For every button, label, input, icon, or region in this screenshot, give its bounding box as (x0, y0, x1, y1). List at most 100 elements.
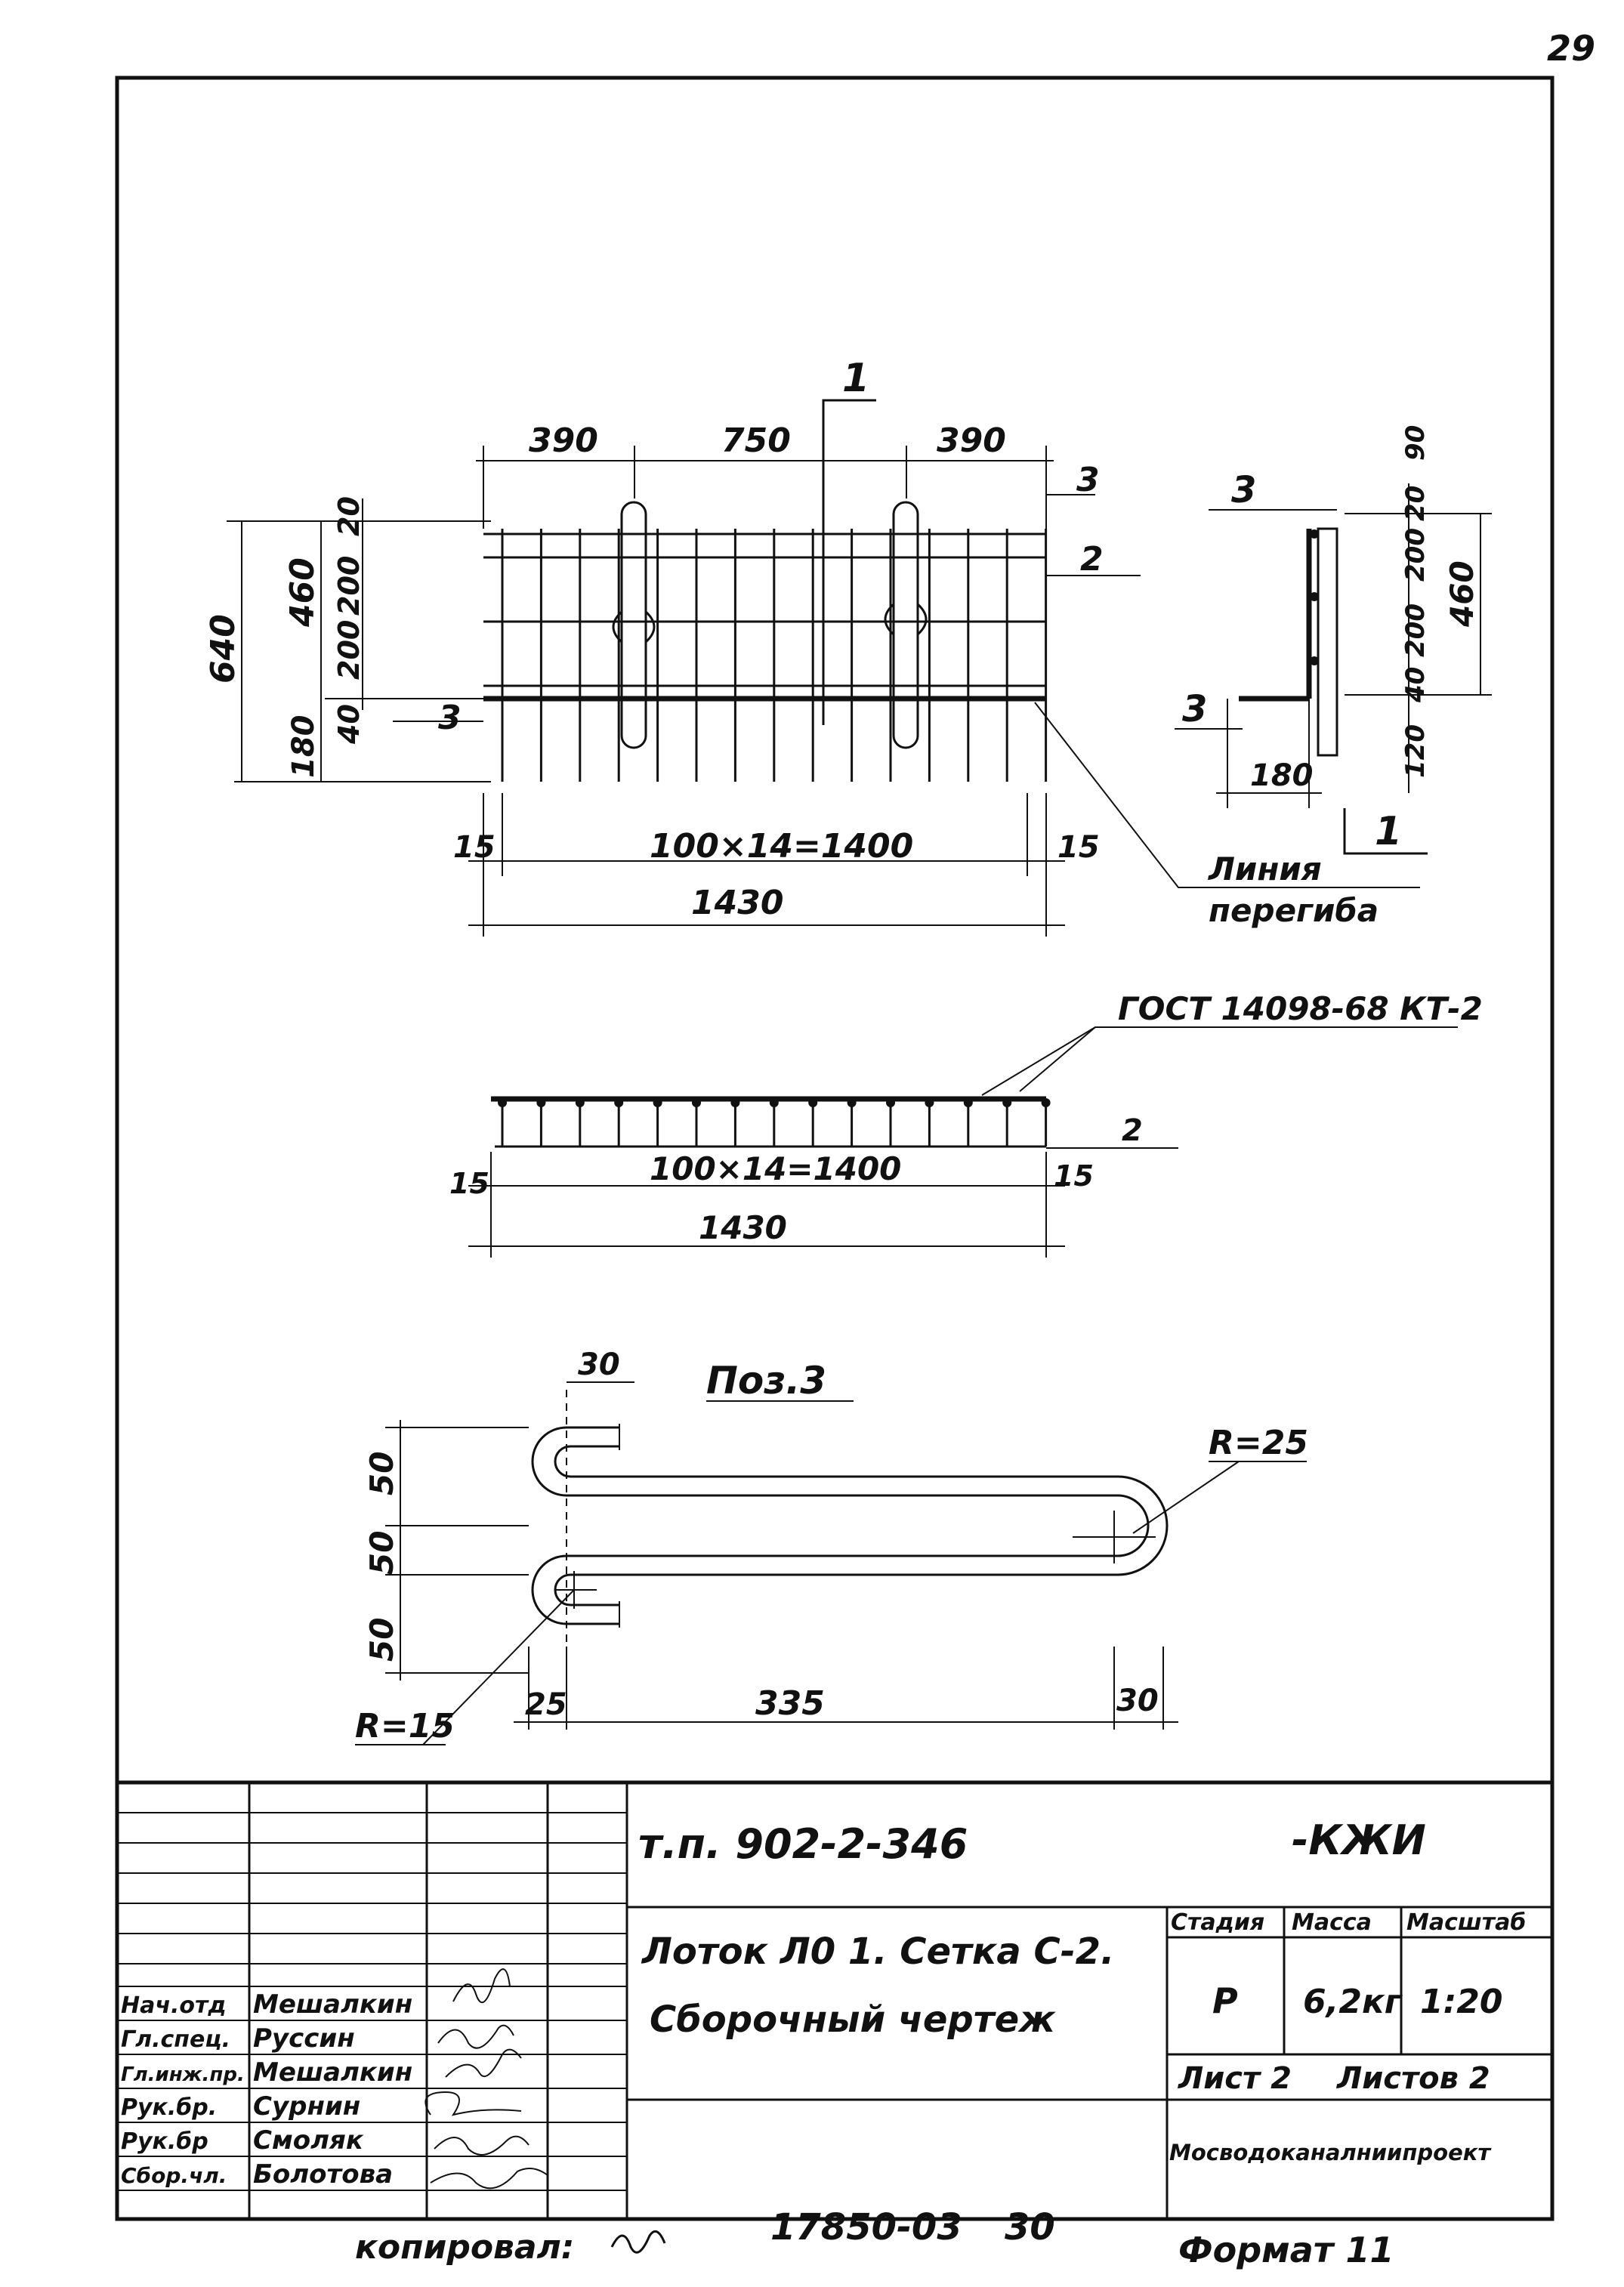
pos-label-2: 2 (1080, 540, 1104, 579)
dim-15-left: 15 (453, 830, 496, 865)
weld-point (536, 1098, 546, 1107)
elevation-pos-2: 2 (1122, 1113, 1143, 1148)
sheets-label: Листов 2 (1336, 2061, 1490, 2096)
signature-1 (452, 1968, 511, 2004)
header-scale: Масштаб (1406, 1909, 1526, 1936)
detail-title: Поз.3 (706, 1359, 826, 1403)
header-stage: Стадия (1171, 1909, 1264, 1936)
plan-transverse-bars (501, 529, 1048, 782)
page-number: 29 (1547, 28, 1595, 69)
staff-name-4: Сурнин (253, 2091, 360, 2122)
section-dim-200-b: 200 (1400, 603, 1431, 657)
staff-name-3: Мешалкин (253, 2057, 412, 2088)
detail-dim-335: 335 (755, 1684, 825, 1723)
bend-note-line2: перегиба (1209, 892, 1379, 929)
weld-point (692, 1098, 701, 1107)
staff-name-1: Мешалкин (253, 1989, 412, 2020)
weld-point (575, 1098, 585, 1107)
hook-loop-right (892, 501, 919, 749)
mass-value: 6,2кг (1303, 1983, 1403, 2021)
section-view: 3 3 180 90 20 200 200 40 120 460 1 (1175, 425, 1492, 855)
dim-20: 20 (332, 496, 366, 536)
scale-value: 1:20 (1420, 1983, 1502, 2021)
staff-name-5: Смоляк (253, 2125, 364, 2156)
dim-460: 460 (283, 557, 322, 628)
hook-bend-left (612, 610, 656, 644)
radius-25: R=25 (1209, 1424, 1308, 1462)
hook-loop-left (620, 501, 647, 749)
copied-by-signature (610, 2230, 666, 2254)
bend-line-leader (1034, 702, 1420, 888)
signature-5 (434, 2135, 529, 2156)
dim-200-a: 200 (332, 556, 366, 616)
weld-point (925, 1098, 934, 1107)
staff-role-4: Рук.бр. (121, 2094, 217, 2121)
weld-point (498, 1098, 507, 1107)
section-line (822, 399, 876, 725)
dim-180: 180 (286, 715, 321, 779)
dim-750: 750 (721, 421, 791, 460)
weld-point (653, 1098, 662, 1107)
pos-label-3-bottom: 3 (438, 699, 462, 737)
header-mass: Масса (1292, 1909, 1372, 1936)
section-hook (1317, 527, 1338, 757)
doc-suffix: -КЖИ (1292, 1816, 1426, 1864)
radius-25-leader (1132, 1461, 1240, 1534)
weld-point (730, 1098, 740, 1107)
section-node-2 (1310, 592, 1319, 601)
section-dim-200-a: 200 (1400, 528, 1431, 582)
weld-point (886, 1098, 895, 1107)
doc-code: т.п. 902-2-346 (638, 1820, 968, 1868)
elev-dim-1430: 1430 (699, 1209, 787, 1246)
weld-point (614, 1098, 624, 1107)
bend-note-line1: Линия (1207, 850, 1322, 887)
page-ref: 30 (1005, 2206, 1055, 2248)
dim-200-b: 200 (332, 620, 366, 680)
signature-3 (445, 2048, 522, 2078)
weld-point (808, 1098, 818, 1107)
detail-dim-50-c: 50 (363, 1618, 400, 1662)
format-label: Формат 11 (1178, 2230, 1394, 2270)
radius-15-leader (422, 1589, 575, 1745)
staff-name-6: Болотова (253, 2159, 393, 2190)
elev-dim-1400: 100×14=1400 (650, 1150, 901, 1187)
title-line-1: Лоток Л0 1. Сетка С-2. (641, 1931, 1114, 1973)
gost-leader-2 (1019, 1026, 1096, 1092)
elevation-view: ГОСТ 14098-68 КТ-2 2 15 15 100×14=1400 1… (449, 990, 1483, 1258)
staff-role-6: Сбор.чл. (121, 2163, 227, 2188)
detail-dim-50-b: 50 (363, 1531, 400, 1575)
weld-point (1002, 1098, 1012, 1107)
signatures (425, 1968, 548, 2190)
section-pos-3-top: 3 (1231, 469, 1256, 511)
dim-1400: 100×14=1400 (650, 827, 913, 866)
dim-390-left: 390 (529, 421, 598, 460)
detail-view: Поз.3 30 50 50 50 R=25 R=15 25 335 30 (355, 1347, 1308, 1745)
dim-15-right: 15 (1057, 830, 1100, 865)
title-block: т.п. 902-2-346 -КЖИ Лоток Л0 1. Сетка С-… (117, 1780, 1552, 2219)
staff-name-2: Руссин (253, 2023, 355, 2054)
section-node-3 (1310, 656, 1319, 665)
weld-point (769, 1098, 779, 1107)
copied-by: копировал: (355, 2228, 574, 2267)
staff-role-3: Гл.инж.пр. (121, 2063, 245, 2086)
section-dim-460: 460 (1443, 560, 1480, 628)
section-dim-90: 90 (1400, 425, 1431, 461)
gost-leader-1 (981, 1026, 1458, 1096)
hook-outline-outer (531, 1426, 1150, 1625)
signature-4 (425, 2091, 522, 2116)
archive-number: 17850-03 (770, 2206, 962, 2248)
section-node-1 (1310, 529, 1319, 539)
signature-6 (430, 2168, 548, 2190)
signature-2 (437, 2024, 514, 2049)
detail-dim-50-a: 50 (363, 1452, 400, 1495)
section-dim-180: 180 (1250, 758, 1314, 793)
title-line-2: Сборочный чертеж (650, 1998, 1056, 2041)
staff-role-5: Рук.бр (121, 2128, 208, 2155)
stage-value: Р (1212, 1980, 1238, 2021)
hook-bend-right (884, 603, 928, 636)
section-dim-20: 20 (1400, 486, 1431, 521)
staff-role-1: Нач.отд (121, 1992, 227, 2019)
plan-view: 390 750 390 1 3 2 640 460 180 20 200 200… (204, 356, 1420, 937)
